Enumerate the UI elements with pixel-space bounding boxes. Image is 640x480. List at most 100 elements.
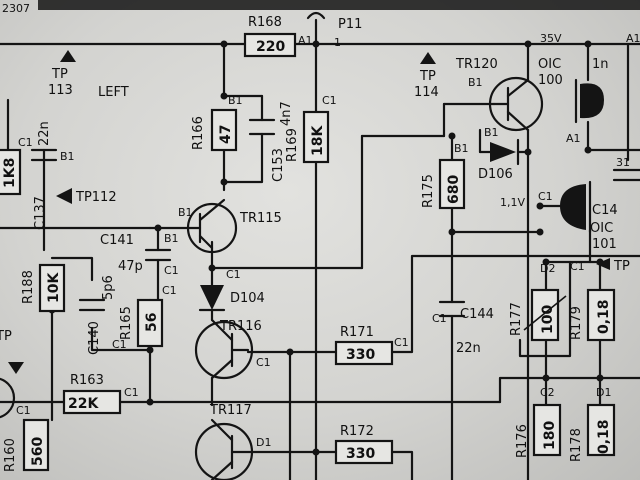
test-point-ref: TP	[0, 329, 12, 344]
ic-oic101: OIC 101 C1	[538, 180, 617, 252]
pin-label: C1	[570, 260, 585, 273]
capacitor-value: 22n	[456, 341, 481, 356]
connector-pin: 1	[334, 36, 341, 49]
resistor-value: 56	[144, 313, 160, 332]
resistor-r168: R168 220 A1	[243, 15, 313, 58]
resistor-r188: R188 10K	[21, 263, 66, 313]
resistor-value: 1K8	[2, 158, 18, 188]
ic-num: 101	[592, 237, 617, 252]
test-point-113: TP 113	[48, 50, 76, 98]
pin-label: C1	[16, 404, 31, 417]
test-point-ref: TP	[51, 67, 68, 82]
resistor-ref: R166	[191, 116, 206, 150]
resistor-value: 680	[446, 175, 462, 204]
capacitor-value: 47p	[118, 259, 143, 274]
resistor-value: 220	[256, 39, 285, 55]
pin-label: B1	[454, 142, 469, 155]
pin-label: C2	[540, 386, 555, 399]
pin-label: B1	[178, 206, 193, 219]
resistor-ref: R176	[515, 424, 530, 458]
test-point-num: 113	[48, 83, 73, 98]
pin-label: A1	[626, 32, 640, 45]
pin-label: D1	[596, 386, 611, 399]
resistor-r178: R178 0,18 D1	[569, 386, 616, 462]
capacitor-ref: C144	[460, 307, 494, 322]
resistor-1k8: 1K8	[0, 148, 22, 196]
pin-label: B1	[484, 126, 499, 139]
capacitor-ref: C137	[33, 196, 48, 230]
pin-label: C1	[432, 312, 447, 325]
resistor-value: 180	[542, 421, 558, 450]
transistor-tr115: TR115 B1 C1	[178, 198, 282, 281]
pin-label: C1	[18, 136, 33, 149]
resistor-r172: R172 330	[334, 424, 394, 465]
resistor-r166: R166 47 B1	[191, 94, 243, 152]
capacitor-value: 5p6	[101, 275, 116, 300]
test-point-112: TP112	[56, 188, 117, 205]
resistor-ref: R165	[119, 306, 134, 340]
node-voltage: 1,1V	[500, 196, 525, 209]
capacitor-c141: C141 47p B1 C1	[100, 232, 179, 277]
resistor-value: 47	[218, 125, 234, 144]
capacitor-value: 1n	[592, 57, 609, 72]
test-point-ref: TP112	[75, 190, 117, 205]
resistor-r176: R176 180 C2	[515, 386, 562, 458]
test-point-left: TP	[0, 329, 24, 419]
pin-label: C1	[394, 336, 409, 349]
test-point-num: 114	[414, 85, 439, 100]
supply-voltage: 35V	[540, 32, 562, 45]
capacitor-c137: C137 22n C1 B1	[18, 121, 75, 230]
pin-label: B1	[228, 94, 243, 107]
resistor-ref: R179	[569, 306, 584, 340]
resistor-r171: R171 330 C1	[334, 325, 409, 366]
resistor-value: 0,18	[596, 299, 612, 334]
pin-label: D1	[256, 436, 271, 449]
wires	[0, 18, 640, 480]
connector-p11: P11 1	[306, 11, 362, 49]
diode-d104: D104	[198, 285, 265, 312]
capacitor-c144: C144 22n C1	[432, 300, 494, 356]
transistor-ref: TR117	[209, 403, 252, 418]
transistor-tr120: TR120 B1	[455, 57, 544, 132]
test-point-ref: TP	[613, 259, 630, 274]
pin-label: C1	[124, 386, 139, 399]
resistor-ref: R175	[421, 174, 436, 208]
resistor-r163: R163 22K C1	[62, 373, 139, 415]
pin-label: A1	[298, 34, 313, 47]
capacitor-ref: C153	[271, 148, 286, 182]
pin-label: C1	[112, 338, 127, 351]
capacitor-c153: 4n7 C153 R169	[248, 101, 294, 182]
pin-label: B1	[164, 232, 179, 245]
resistor-r179: R179 0,18 C1	[569, 260, 616, 342]
resistor-r169: R169 18K C1	[285, 94, 337, 164]
pin-label: B1	[468, 76, 483, 89]
pin-label: C1	[162, 284, 177, 297]
ic-oic100: OIC 100 A1	[538, 57, 604, 145]
diode-ref: D104	[230, 291, 265, 306]
transistor-tr116: TR116 C1	[194, 318, 271, 380]
resistor-ref: R177	[509, 302, 524, 336]
resistor-value: 0,18	[596, 419, 612, 454]
resistor-r165: R165 56 C1	[119, 284, 177, 348]
resistor-value: 560	[30, 437, 46, 466]
resistor-ref: R160	[3, 438, 18, 472]
transistor-tr117: TR117 D1	[194, 403, 318, 480]
resistor-ref: R168	[248, 15, 282, 30]
resistor-ref: R171	[340, 325, 374, 340]
capacitor-ref: C140	[87, 321, 102, 355]
resistor-ref: R178	[569, 428, 584, 462]
connector-ref: P11	[338, 17, 362, 32]
channel-label: LEFT	[98, 85, 129, 100]
pin-label: C1	[322, 94, 337, 107]
resistor-r177: R177 100 D2	[509, 262, 567, 342]
resistor-r160: R160 560 C1	[3, 404, 50, 472]
test-point-114: TP 114	[414, 52, 439, 100]
pin-label: 31	[616, 156, 630, 169]
ic-ref: OIC	[538, 57, 561, 72]
resistor-ref: R163	[70, 373, 104, 388]
ic-ref: OIC	[590, 221, 613, 236]
transistor-ref: TR120	[455, 57, 498, 72]
sheet-number: 2307	[2, 2, 30, 15]
